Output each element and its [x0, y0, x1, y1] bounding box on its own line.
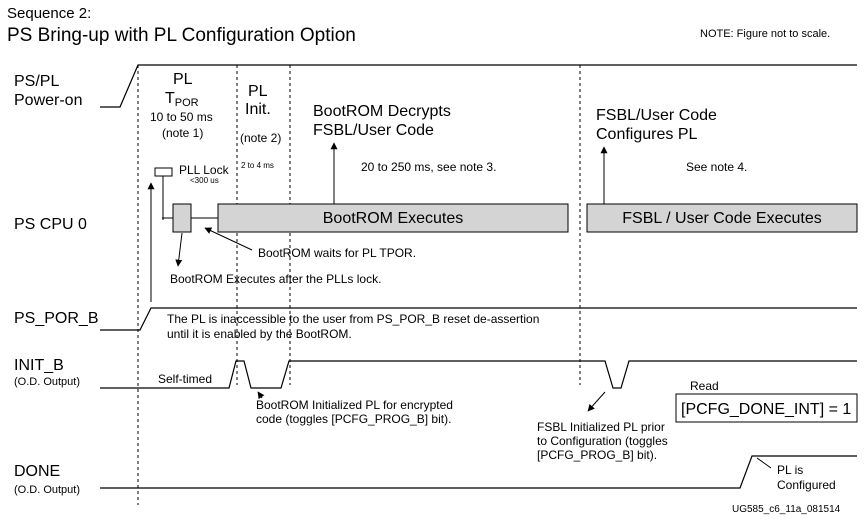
after-lock-arrow [175, 232, 183, 267]
init-phase-label-pl: PL [248, 83, 268, 100]
init-phase-label: Init. [245, 101, 271, 118]
configured-annotation-1: PL is [777, 463, 803, 477]
register-value: [PCFG_DONE_INT] = 1 [681, 401, 851, 418]
pll-lock-box [154, 167, 173, 177]
bootrom-bar-label: BootROM Executes [323, 210, 464, 227]
fsbl-config-note: See note 4. [686, 160, 747, 174]
cpu-label: PS CPU 0 [14, 216, 87, 233]
waits-arrow [204, 227, 253, 251]
bootrom-bar [217, 203, 569, 233]
por-waveform [100, 307, 857, 331]
power-on-label-1: PS/PL [14, 73, 59, 90]
after-lock-annotation: BootROM Executes after the PLLs lock. [170, 272, 381, 286]
bootrom-init-annotation-2: code (toggles [PCFG_PROG_B] bit). [256, 412, 451, 426]
register-box [675, 393, 858, 423]
tpor-note: (note 1) [162, 126, 203, 140]
fsbl-config-label-1: FSBL/User Code [596, 107, 717, 124]
pll-lock-pulse [172, 203, 192, 233]
fsbl-bar [586, 203, 858, 233]
fsbl-init-annotation-2: to Configuration (toggles [537, 434, 668, 448]
diagram-title: PS Bring-up with PL Configuration Option [7, 25, 356, 46]
tpor-subscript: POR [175, 97, 199, 109]
init-b-label: INIT_B [14, 357, 64, 374]
init-phase-time: 2 to 4 ms [241, 161, 274, 170]
inaccessible-annotation-1: The PL is inaccessible to the user from … [167, 312, 539, 326]
done-pointer [756, 457, 772, 469]
self-timed-label: Self-timed [158, 372, 212, 386]
fsbl-init-arrow [587, 391, 606, 412]
waits-annotation: BootROM waits for PL TPOR. [258, 246, 416, 260]
bootrom-init-arrow [257, 391, 265, 400]
scale-note: NOTE: Figure not to scale. [700, 28, 830, 40]
decrypt-label-2: FSBL/User Code [313, 122, 434, 139]
done-label: DONE [14, 463, 60, 480]
fsbl-bar-label: FSBL / User Code Executes [622, 210, 822, 227]
init-phase-note: (note 2) [240, 131, 281, 145]
done-waveform [100, 455, 857, 489]
decrypt-label-1: BootROM Decrypts [313, 103, 451, 120]
sequence-label: Sequence 2: [7, 5, 91, 22]
bootrom-init-annotation-1: BootROM Initialized PL for encrypted [256, 398, 453, 412]
fsbl-init-annotation-3: [PCFG_PROG_B] bit). [537, 448, 657, 462]
pll-lock-time: <300 us [190, 176, 219, 185]
power-on-waveform [100, 64, 857, 108]
pll-lock-label: PLL Lock [179, 163, 230, 177]
done-sublabel: (O.D. Output) [14, 484, 80, 496]
fsbl-config-label-2: Configures PL [596, 126, 697, 143]
tpor-label-pl: PL [173, 71, 193, 88]
fsbl-init-annotation-1: FSBL Initialized PL prior [537, 420, 665, 434]
tpor-letter: T [165, 90, 175, 107]
init-b-waveform [100, 360, 857, 389]
configured-annotation-2: Configured [777, 478, 836, 492]
decrypt-time: 20 to 250 ms, see note 3. [361, 160, 496, 174]
tpor-time: 10 to 50 ms [150, 110, 213, 124]
por-label: PS_POR_B [14, 310, 98, 327]
tpor-label: TPOR [165, 90, 199, 109]
init-b-sublabel: (O.D. Output) [14, 376, 80, 388]
document-id: UG585_c6_11a_081514 [732, 504, 841, 515]
power-on-label-2: Power-on [14, 92, 82, 109]
read-label: Read [690, 379, 719, 393]
inaccessible-annotation-2: until it is enabled by the BootROM. [167, 327, 352, 341]
